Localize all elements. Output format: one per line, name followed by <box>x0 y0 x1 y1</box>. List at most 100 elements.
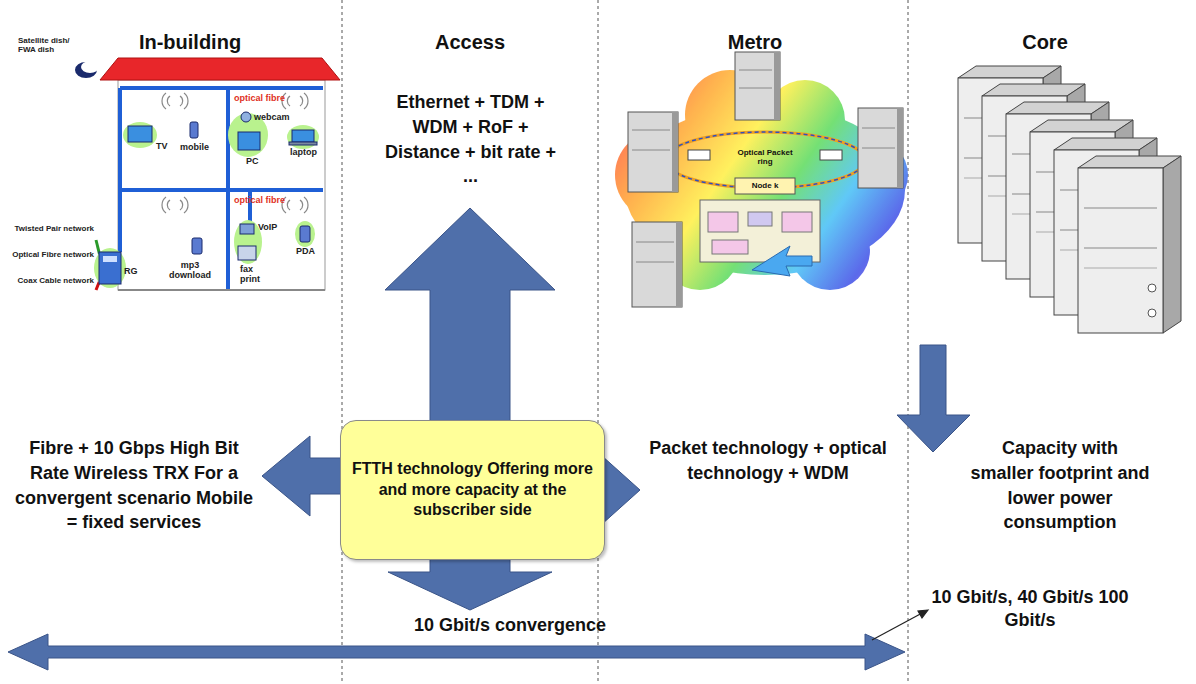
node-label: Node k <box>740 181 790 190</box>
rack <box>628 112 678 192</box>
device-icon <box>289 142 317 145</box>
metro-illustration <box>748 212 772 226</box>
rack-bay <box>632 130 670 131</box>
ring-label: Optical Packet ring <box>730 148 800 166</box>
block-arrow <box>897 345 970 452</box>
rack <box>735 52 780 120</box>
fibre-line <box>120 88 323 290</box>
feature-note: Fibre + 10 Gbps High Bit Rate Wireless T… <box>14 436 254 535</box>
fibre-line <box>120 86 323 90</box>
wireless-symbol <box>282 93 308 109</box>
device-glow <box>295 221 315 247</box>
device-icon <box>238 246 256 260</box>
network-label: Twisted Pair network <box>12 224 94 233</box>
leader-line <box>872 612 924 640</box>
rack-bay <box>632 70 895 262</box>
icon-label: PDA <box>296 246 324 256</box>
icon-label: Satellite dish/ FWA dish <box>18 36 80 54</box>
core-servers <box>958 66 1181 333</box>
device-glow <box>287 125 319 149</box>
wireless-symbol <box>162 93 308 213</box>
column-divider <box>342 0 343 684</box>
rack-bay <box>862 148 895 149</box>
metro-illustration <box>712 240 748 254</box>
icon-label: laptop <box>290 147 324 157</box>
wireless-symbol <box>162 197 188 213</box>
feature-note: Packet technology + optical technology +… <box>648 436 888 486</box>
house-illustration <box>103 256 117 262</box>
ring-node <box>688 150 710 160</box>
column-divider <box>598 0 599 684</box>
icon-label: RG <box>124 266 146 276</box>
roof <box>100 58 340 80</box>
rack-bay <box>636 242 674 243</box>
fibre-line <box>120 188 323 192</box>
house-illustration <box>118 289 325 291</box>
core-servers <box>1078 156 1181 333</box>
device-icon <box>190 122 198 138</box>
rack-side <box>672 112 678 192</box>
column-heading: In-building <box>90 30 290 54</box>
device-glow <box>123 122 157 148</box>
fibre-line <box>226 88 230 290</box>
icon-label: fax print <box>240 264 270 285</box>
rack-bay <box>739 88 772 89</box>
rack-side <box>672 52 903 307</box>
bent-arrow <box>752 246 812 276</box>
device-icon <box>300 226 310 242</box>
house-illustration <box>81 61 99 73</box>
block-arrow <box>262 436 341 516</box>
device-glow <box>94 248 126 288</box>
column-heading: Metro <box>655 30 855 54</box>
icon-label: PC <box>246 156 276 166</box>
leader-line <box>918 610 928 618</box>
column-divider <box>908 0 909 684</box>
block-arrow <box>8 634 905 670</box>
network-label: Optical Fibre network <box>12 250 94 259</box>
metro-illustration <box>615 52 908 307</box>
fibre-line <box>248 190 252 222</box>
device-icon <box>292 130 314 142</box>
gateway-icon <box>99 252 121 284</box>
device-icon <box>128 112 317 260</box>
process-box: FTTH technology Offering more and more c… <box>340 420 605 560</box>
box-text: FTTH technology Offering more and more c… <box>351 459 594 521</box>
ring-node <box>820 150 842 160</box>
rack-bay <box>862 128 895 129</box>
device-glow <box>94 113 319 288</box>
rack <box>632 222 682 307</box>
rack-side <box>676 222 682 307</box>
icon-label: mp3 download <box>168 260 212 281</box>
node-panel <box>735 178 795 194</box>
fibre-label: optical fibre <box>234 195 294 205</box>
feature-note: Capacity with smaller footprint and lowe… <box>968 436 1152 535</box>
block-arrow <box>385 208 555 421</box>
rate-label: 10 Gbit/s, 40 Gbit/s 100 Gbit/s <box>930 586 1130 633</box>
block-arrow <box>8 208 970 670</box>
network-label: Coax Cable network <box>12 276 94 285</box>
wireless-symbol <box>282 197 308 213</box>
device-icon <box>240 224 254 234</box>
icon-label: mobile <box>180 142 220 152</box>
rack-bay <box>739 70 772 71</box>
rack <box>858 108 903 188</box>
icon-label: VoIP <box>258 222 292 232</box>
node-detail <box>700 200 820 262</box>
rack-side <box>774 52 780 120</box>
device-icon <box>128 126 152 142</box>
device-icon <box>241 112 251 122</box>
device-glow <box>234 220 262 264</box>
rack-side <box>897 108 903 188</box>
metro-illustration <box>708 212 738 232</box>
block-arrow <box>388 559 552 610</box>
rack-bay <box>636 262 674 263</box>
leader-line <box>872 610 928 640</box>
house-illustration <box>75 58 340 290</box>
rack <box>628 52 903 307</box>
fibre-label: optical fibre <box>234 93 294 103</box>
house-illustration <box>118 80 325 290</box>
access-note: Ethernet + TDM + WDM + RoF + Distance + … <box>378 90 563 189</box>
